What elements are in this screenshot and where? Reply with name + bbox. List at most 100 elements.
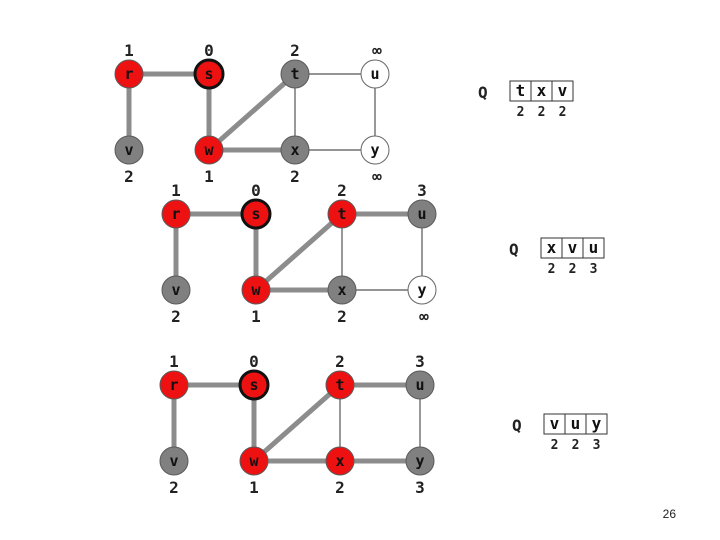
node-u — [360, 59, 390, 89]
distance-label-r: 1 — [169, 352, 179, 371]
queue-distance: 2 — [551, 438, 559, 453]
node-label-u: u — [417, 205, 426, 223]
node-label-y: y — [417, 281, 426, 299]
page-number: 26 — [662, 507, 676, 521]
node-r — [159, 370, 189, 400]
distance-label-v: 2 — [124, 167, 134, 186]
node-label-s: s — [204, 65, 213, 83]
distance-label-y: 3 — [415, 478, 425, 497]
distance-label-r: 1 — [171, 181, 181, 200]
distance-label-v: 2 — [169, 478, 179, 497]
queue-distance: 3 — [593, 438, 601, 453]
queue-item-v: v — [550, 414, 560, 433]
queue-box — [540, 237, 605, 259]
distance-label-s: 0 — [251, 181, 261, 200]
node-y — [407, 275, 437, 305]
queue-distance: 2 — [569, 262, 577, 277]
node-label-x: x — [335, 452, 344, 470]
queue-distance: 2 — [559, 105, 567, 120]
node-label-w: w — [204, 141, 214, 159]
node-t — [327, 199, 357, 229]
node-label-x: x — [290, 141, 299, 159]
node-label-v: v — [124, 141, 133, 159]
node-s — [240, 198, 272, 230]
node-v — [161, 275, 191, 305]
distance-label-x: 2 — [290, 167, 300, 186]
node-label-u: u — [415, 376, 424, 394]
distance-label-s: 0 — [249, 352, 259, 371]
queue-box — [509, 80, 574, 102]
node-w — [241, 275, 271, 305]
node-x — [327, 275, 357, 305]
queue-distance: 3 — [590, 262, 598, 277]
node-t — [280, 59, 310, 89]
queue-distance: 2 — [548, 262, 556, 277]
queue-distance: 2 — [517, 105, 525, 120]
distance-label-u: ∞ — [372, 41, 382, 60]
node-r — [114, 59, 144, 89]
distance-label-t: 2 — [335, 352, 345, 371]
node-label-r: r — [124, 65, 133, 83]
queue-distance: 2 — [538, 105, 546, 120]
queue-item-v: v — [568, 238, 578, 257]
queue-label: Q — [512, 416, 522, 435]
queue-item-y: y — [592, 414, 602, 433]
node-label-t: t — [337, 205, 346, 223]
node-w — [239, 446, 269, 476]
distance-label-w: 1 — [249, 478, 259, 497]
queue-box — [543, 413, 608, 435]
tree-edge-w-t — [251, 382, 343, 464]
node-w — [194, 135, 224, 165]
distance-label-w: 1 — [251, 307, 261, 326]
node-s — [238, 369, 270, 401]
queue-item-u: u — [589, 238, 599, 257]
distance-label-y: ∞ — [419, 307, 429, 326]
node-s — [193, 58, 225, 90]
node-label-w: w — [251, 281, 261, 299]
node-r — [161, 199, 191, 229]
queue-label: Q — [509, 240, 519, 259]
node-label-r: r — [171, 205, 180, 223]
distance-label-u: 3 — [417, 181, 427, 200]
queue-item-u: u — [571, 414, 581, 433]
node-y — [405, 446, 435, 476]
node-label-t: t — [335, 376, 344, 394]
node-v — [114, 135, 144, 165]
queue-label: Q — [478, 83, 488, 102]
node-label-x: x — [337, 281, 346, 299]
distance-label-y: ∞ — [372, 167, 382, 186]
node-label-u: u — [370, 65, 379, 83]
distance-label-x: 2 — [335, 478, 345, 497]
node-t — [325, 370, 355, 400]
queue-item-v: v — [558, 81, 568, 100]
distance-label-s: 0 — [204, 41, 214, 60]
node-label-y: y — [415, 452, 424, 470]
node-u — [407, 199, 437, 229]
node-x — [280, 135, 310, 165]
distance-label-x: 2 — [337, 307, 347, 326]
queue-item-x: x — [547, 238, 557, 257]
node-label-s: s — [249, 376, 258, 394]
node-label-y: y — [370, 141, 379, 159]
tree-edge-w-t — [253, 211, 345, 293]
node-u — [405, 370, 435, 400]
node-label-v: v — [169, 452, 178, 470]
distance-label-t: 2 — [290, 41, 300, 60]
node-x — [325, 446, 355, 476]
node-label-t: t — [290, 65, 299, 83]
queue-item-x: x — [537, 81, 547, 100]
queue-distance: 2 — [572, 438, 580, 453]
node-v — [159, 446, 189, 476]
node-y — [360, 135, 390, 165]
queue-item-t: t — [516, 81, 526, 100]
distance-label-u: 3 — [415, 352, 425, 371]
distance-label-r: 1 — [124, 41, 134, 60]
distance-label-w: 1 — [204, 167, 214, 186]
